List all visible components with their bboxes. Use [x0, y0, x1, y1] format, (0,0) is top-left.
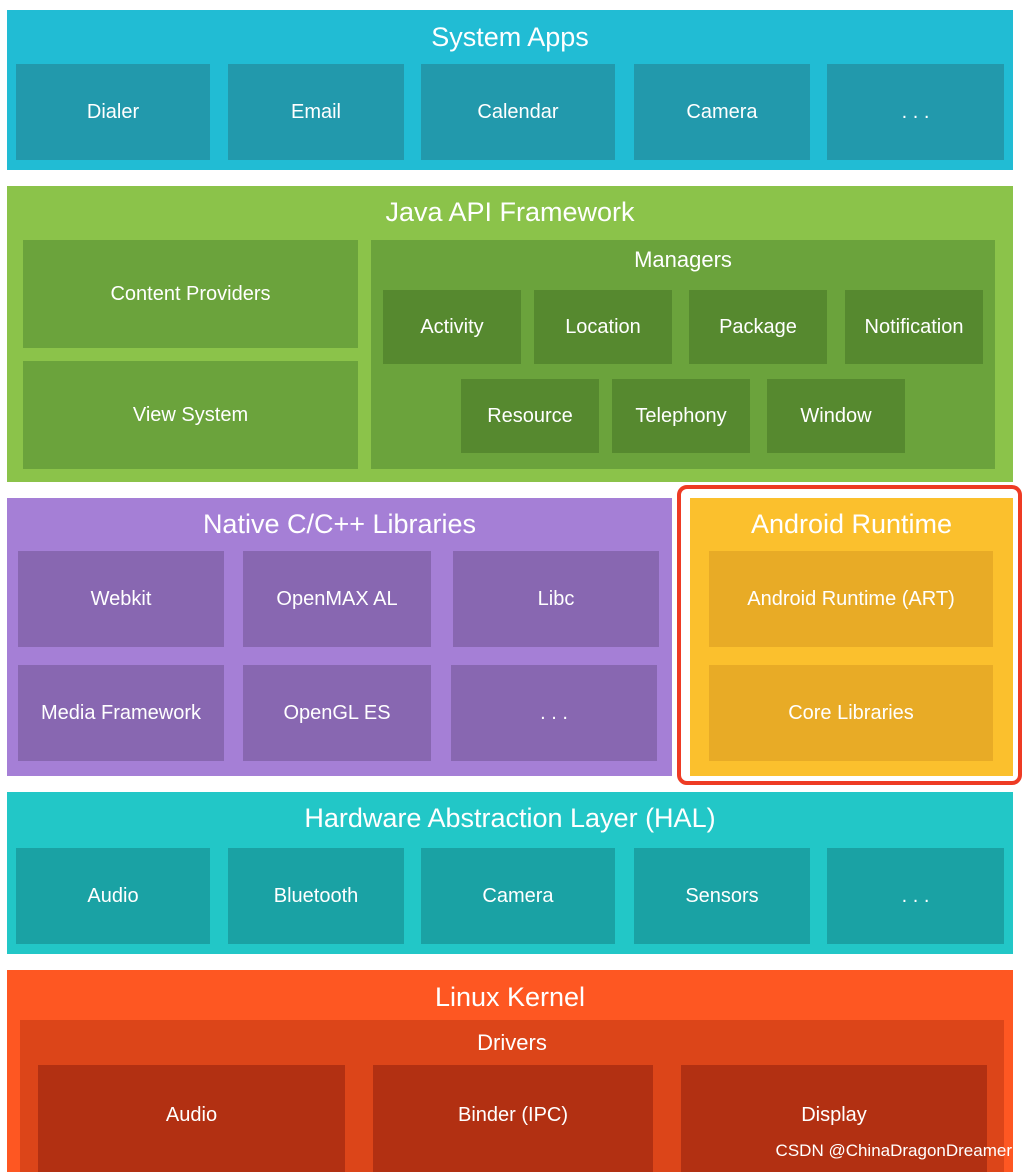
managers-title: Managers [634, 247, 732, 272]
android-runtime-art: Android Runtime (ART) [709, 551, 993, 647]
system-apps-title: System Apps [431, 22, 589, 52]
hal-layer: Hardware Abstraction Layer (HAL) Audio B… [7, 792, 1013, 954]
java-api-framework-title: Java API Framework [385, 197, 635, 227]
drivers-group: Drivers Audio Binder (IPC) Display [20, 1020, 1004, 1172]
native-libraries-layer: Native C/C++ Libraries Webkit OpenMAX AL… [7, 498, 672, 776]
drivers-title: Drivers [477, 1030, 547, 1055]
android-runtime-layer: Android Runtime Android Runtime (ART) Co… [690, 498, 1013, 776]
csdn-watermark: CSDN @ChinaDragonDreamer [775, 1141, 1012, 1160]
driver-binder-ipc: Binder (IPC) [373, 1065, 653, 1172]
java-api-framework-layer: Java API Framework Content Providers Vie… [7, 186, 1013, 482]
content-providers-box: Content Providers [23, 240, 358, 348]
native-lib-openmax-al: OpenMAX AL [243, 551, 431, 647]
system-app-calendar: Calendar [421, 64, 615, 160]
hal-audio: Audio [16, 848, 210, 944]
native-lib-media-framework: Media Framework [18, 665, 224, 761]
view-system-box: View System [23, 361, 358, 469]
hal-sensors: Sensors [634, 848, 810, 944]
hal-more: . . . [827, 848, 1004, 944]
native-lib-opengl-es: OpenGL ES [243, 665, 431, 761]
driver-display: Display [681, 1065, 987, 1172]
linux-kernel-layer: Linux Kernel Drivers Audio Binder (IPC) … [7, 970, 1013, 1172]
manager-notification: Notification [845, 290, 983, 364]
linux-kernel-title: Linux Kernel [434, 982, 586, 1012]
manager-window: Window [767, 379, 905, 453]
hal-title: Hardware Abstraction Layer (HAL) [304, 803, 716, 833]
hal-camera: Camera [421, 848, 615, 944]
driver-audio: Audio [38, 1065, 345, 1172]
native-lib-more: . . . [451, 665, 657, 761]
manager-package: Package [689, 290, 827, 364]
manager-activity: Activity [383, 290, 521, 364]
system-app-more: . . . [827, 64, 1004, 160]
manager-telephony: Telephony [612, 379, 750, 453]
manager-location: Location [534, 290, 672, 364]
system-apps-layer: System Apps Dialer Email Calendar Camera… [7, 10, 1013, 170]
core-libraries: Core Libraries [709, 665, 993, 761]
manager-resource: Resource [461, 379, 599, 453]
android-runtime-title: Android Runtime [750, 509, 953, 539]
system-app-camera: Camera [634, 64, 810, 160]
android-runtime-highlight-frame [677, 485, 1022, 785]
system-app-email: Email [228, 64, 404, 160]
native-libraries-title: Native C/C++ Libraries [202, 509, 477, 539]
native-lib-libc: Libc [453, 551, 659, 647]
system-app-dialer: Dialer [16, 64, 210, 160]
managers-group: Managers Activity Location Package Notif… [371, 240, 995, 469]
native-lib-webkit: Webkit [18, 551, 224, 647]
hal-bluetooth: Bluetooth [228, 848, 404, 944]
